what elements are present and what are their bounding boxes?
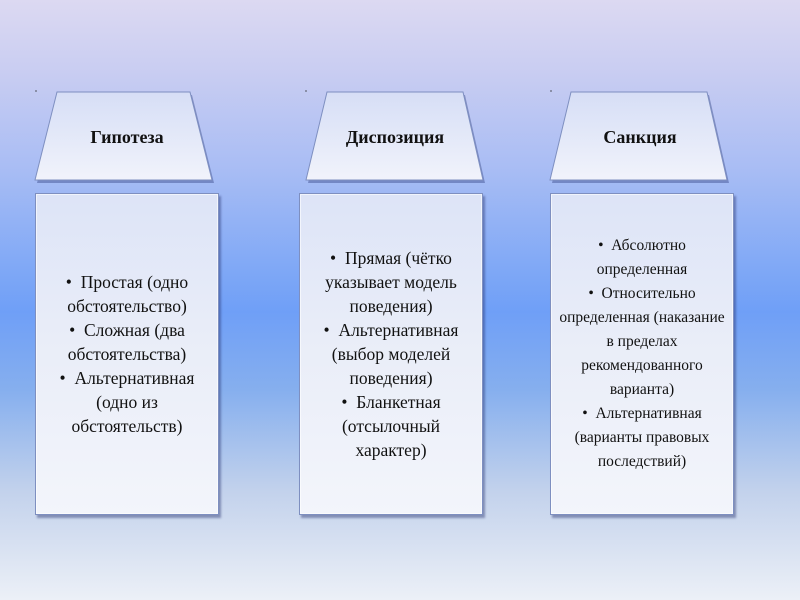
list-item: Бланкетная (отсылочный характер)	[300, 390, 482, 462]
hypothesis-header-shape: Гипотеза	[34, 91, 219, 183]
list-item: Прямая (чётко указывает модель поведения…	[300, 246, 482, 318]
disposition-content-box: Прямая (чётко указывает модель поведения…	[299, 193, 483, 515]
list-item: Сложная (два обстоятельства)	[36, 318, 218, 366]
list-item: Альтернативная (одно из обстоятельств)	[36, 366, 218, 438]
sanction-header-shape: Санкция	[549, 91, 734, 183]
sanction-content-box: Абсолютно определенная Относительно опре…	[550, 193, 734, 515]
list-item: Простая (одно обстоятельство)	[36, 270, 218, 318]
decorative-dot	[550, 90, 552, 92]
sanction-title: Санкция	[603, 126, 677, 147]
list-item: Абсолютно определенная	[551, 234, 733, 282]
disposition-header-shape: Диспозиция	[299, 91, 485, 183]
list-item: Альтернативная (выбор моделей поведения)	[300, 318, 482, 390]
list-item: Альтернативная (варианты правовых послед…	[551, 402, 733, 474]
trapezoid-shape-icon	[305, 91, 485, 183]
hypothesis-content-box: Простая (одно обстоятельство) Сложная (д…	[35, 193, 219, 515]
trapezoid-shape-icon	[549, 91, 729, 183]
trapezoid-shape-icon	[34, 91, 214, 183]
disposition-title: Диспозиция	[345, 126, 445, 147]
decorative-dot	[305, 90, 307, 92]
hypothesis-title: Гипотеза	[90, 126, 164, 147]
disposition-column: Диспозиция Прямая (чётко указывает модел…	[299, 0, 485, 600]
list-item: Относительно определенная (наказание в п…	[551, 282, 733, 402]
hypothesis-column: Гипотеза Простая (одно обстоятельство) С…	[34, 0, 219, 600]
sanction-column: Санкция Абсолютно определенная Относител…	[549, 0, 734, 600]
decorative-dot	[35, 90, 37, 92]
